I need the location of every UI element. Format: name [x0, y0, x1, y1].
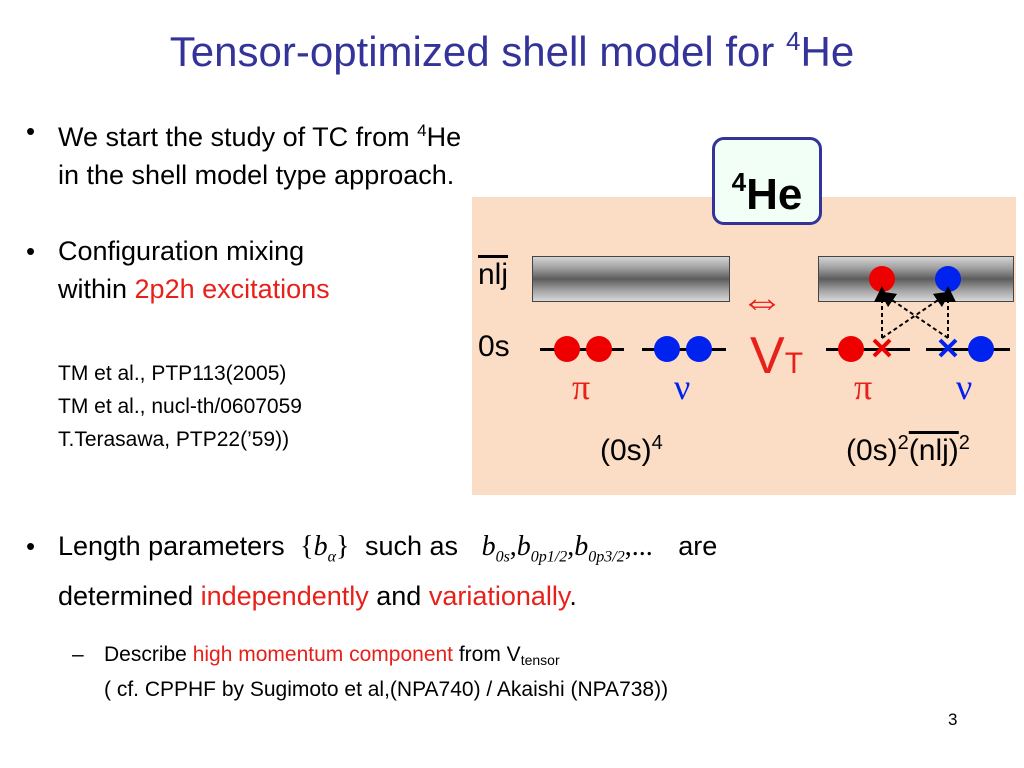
- bullet-dot: •: [26, 531, 36, 561]
- nu-label: ν: [674, 367, 691, 407]
- config-0s4: (0s)4: [600, 432, 663, 467]
- level-line: [642, 348, 726, 351]
- reference: TM et al., PTP113(2005): [58, 362, 287, 385]
- vt-label: VT: [750, 327, 804, 385]
- hole-cross-proton: [872, 338, 892, 358]
- set-b-alpha: {bα}: [300, 531, 350, 566]
- pi-label: π: [572, 367, 591, 407]
- proton-dot: [586, 336, 612, 362]
- hole-cross-neutron: [938, 338, 958, 358]
- references: TM et al., PTP113(2005) TM et al., nucl-…: [58, 357, 302, 456]
- sub-bullet-high-momentum: Describe high momentum component from Vt…: [104, 643, 669, 701]
- bullet-config-mixing: Configuration mixing within 2p2h excitat…: [58, 236, 330, 304]
- reference: T.Terasawa, PTP22(’59)): [58, 428, 290, 451]
- 0s-label: 0s: [478, 330, 510, 363]
- slide-title: Tensor-optimized shell model for 4He: [169, 26, 855, 75]
- bullet-study-start: We start the study of TC from 4He in the…: [58, 121, 462, 190]
- page-number: 3: [948, 710, 958, 729]
- bullet-dot: •: [26, 116, 36, 146]
- config-0s2-nlj2: (0s)2(nlj)2: [846, 432, 970, 467]
- level-line: [826, 348, 910, 351]
- neutron-dot: [968, 336, 994, 362]
- neutron-dot: [654, 336, 680, 362]
- nlj-orbit-bar-right: [818, 256, 1014, 302]
- excitation-arrows: [872, 286, 958, 358]
- bullet-dot: •: [26, 236, 36, 266]
- reference: TM et al., nucl-th/0607059: [58, 395, 302, 418]
- bullet-length-params: Length parameters {bα} such as b0s,b0p1/…: [58, 531, 718, 611]
- nu-label: ν: [956, 367, 973, 407]
- nlj-orbit-bar: [532, 256, 730, 302]
- nlj-label: nlj: [478, 258, 509, 291]
- neutron-dot: [686, 336, 712, 362]
- equivalence-arrow: ⇔: [740, 276, 784, 325]
- he4-badge: 4He: [712, 137, 822, 225]
- proton-dot: [838, 336, 864, 362]
- b-parameter-list: b0s,b0p1/2,b0p3/2,...: [481, 531, 653, 566]
- sub-dash: –: [72, 643, 84, 666]
- proton-dot: [554, 336, 580, 362]
- pi-label: π: [854, 367, 873, 407]
- level-line: [540, 348, 624, 351]
